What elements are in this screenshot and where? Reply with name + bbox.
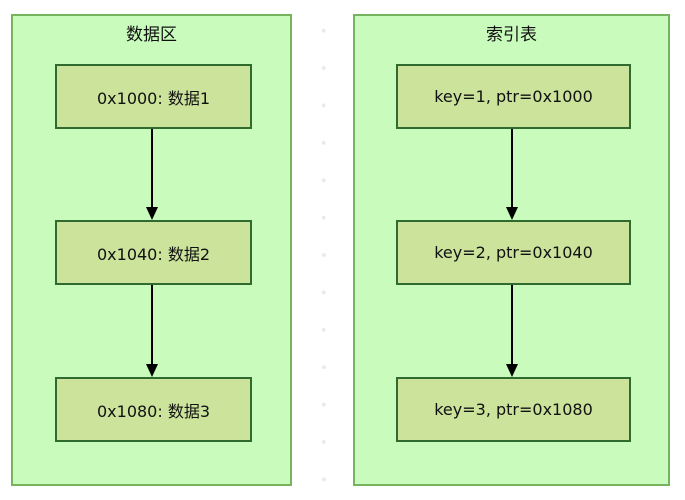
node-index-1: key=1, ptr=0x1000 bbox=[396, 64, 631, 129]
arrow-head-icon bbox=[145, 207, 158, 220]
node-data-3: 0x1080: 数据3 bbox=[55, 377, 252, 442]
arrow-shaft bbox=[150, 285, 153, 365]
node-data-1: 0x1000: 数据1 bbox=[55, 64, 252, 129]
arrow-head-icon bbox=[505, 364, 518, 377]
node-index-3: key=3, ptr=0x1080 bbox=[396, 377, 631, 442]
panel-index-table: 索引表 key=1, ptr=0x1000 key=2, ptr=0x1040 … bbox=[353, 14, 670, 486]
arrow-head-icon bbox=[145, 364, 158, 377]
arrow-down-icon bbox=[145, 129, 159, 220]
arrow-down-icon bbox=[505, 285, 519, 377]
arrow-shaft bbox=[510, 285, 513, 365]
panel-index-table-title: 索引表 bbox=[486, 25, 537, 45]
arrow-head-icon bbox=[505, 207, 518, 220]
arrow-shaft bbox=[150, 129, 153, 208]
panel-data-area-title: 数据区 bbox=[126, 25, 177, 45]
arrow-down-icon bbox=[505, 129, 519, 220]
node-data-2: 0x1040: 数据2 bbox=[55, 220, 252, 285]
arrow-shaft bbox=[510, 129, 513, 208]
node-index-2: key=2, ptr=0x1040 bbox=[396, 220, 631, 285]
arrow-down-icon bbox=[145, 285, 159, 377]
panel-data-area: 数据区 0x1000: 数据1 0x1040: 数据2 0x1080: 数据3 bbox=[11, 14, 292, 486]
